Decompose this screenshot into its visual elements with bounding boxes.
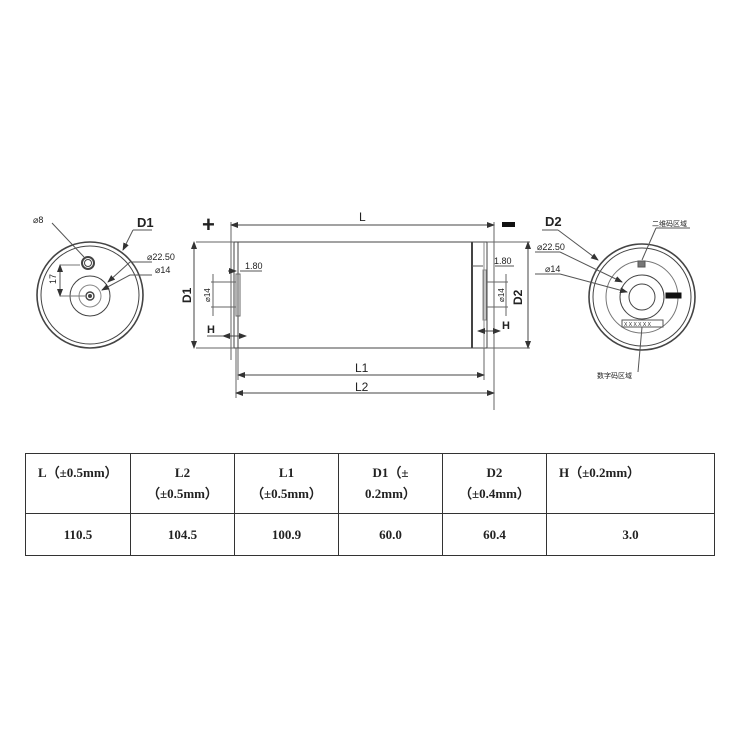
- length-L1-label: L1: [355, 361, 369, 375]
- left-outer-ring-label: ⌀22.50: [147, 252, 175, 262]
- left-end-view: [36, 222, 152, 349]
- digit-code-area-label: 数字码区域: [597, 371, 632, 380]
- left-d1-label: D1: [137, 215, 154, 230]
- left-terminal-dia-label: ⌀14: [203, 288, 212, 302]
- right-thickness-label: 1.80: [494, 256, 512, 266]
- value-H: 3.0: [546, 513, 715, 556]
- left-small-hole-label: ⌀8: [33, 215, 43, 225]
- diameter-D1-label: D1: [180, 287, 194, 303]
- diameter-D2-label: D2: [511, 289, 525, 305]
- value-L2: 104.5: [130, 513, 235, 556]
- header-H: H（±0.2mm）: [546, 453, 715, 514]
- spec-value-row: 110.5 104.5 100.9 60.0 60.4 3.0: [25, 513, 715, 556]
- digit-code-box-text: X X X X X X: [624, 322, 652, 328]
- value-D2: 60.4: [442, 513, 547, 556]
- value-L: 110.5: [25, 513, 131, 556]
- right-d2-label: D2: [545, 214, 562, 229]
- right-outer-ring-label: ⌀22.50: [537, 242, 565, 252]
- length-L-label: L: [359, 210, 366, 224]
- header-L2: L2 （±0.5mm）: [130, 453, 235, 514]
- spec-header-row: L（±0.5mm） L2 （±0.5mm） L1 （±0.5mm） D1（± 0…: [25, 453, 715, 514]
- qr-code-area-label: 二维码区域: [652, 219, 687, 228]
- left-offset-label: 17: [48, 274, 58, 284]
- header-D2: D2 （±0.4mm）: [442, 453, 547, 514]
- positive-terminal-symbol: +: [202, 212, 215, 237]
- header-D1: D1（± 0.2mm）: [338, 453, 443, 514]
- right-end-view: [535, 227, 696, 373]
- right-terminal-dia-label: ⌀14: [497, 288, 506, 302]
- side-view: [191, 222, 531, 410]
- left-H-label: H: [207, 324, 215, 336]
- negative-terminal-symbol: [502, 222, 515, 227]
- right-inner-ring-label: ⌀14: [545, 264, 560, 274]
- right-H-label: H: [502, 320, 510, 332]
- length-L2-label: L2: [355, 380, 369, 394]
- value-D1: 60.0: [338, 513, 443, 556]
- value-L1: 100.9: [234, 513, 339, 556]
- left-thickness-label: 1.80: [245, 261, 263, 271]
- battery-dimension-drawing: D1 ⌀8 ⌀22.50 ⌀14 17: [33, 210, 696, 410]
- spec-table: L（±0.5mm） L2 （±0.5mm） L1 （±0.5mm） D1（± 0…: [25, 453, 715, 556]
- header-L1: L1 （±0.5mm）: [234, 453, 339, 514]
- left-inner-ring-label: ⌀14: [155, 265, 170, 275]
- header-L: L（±0.5mm）: [25, 453, 131, 514]
